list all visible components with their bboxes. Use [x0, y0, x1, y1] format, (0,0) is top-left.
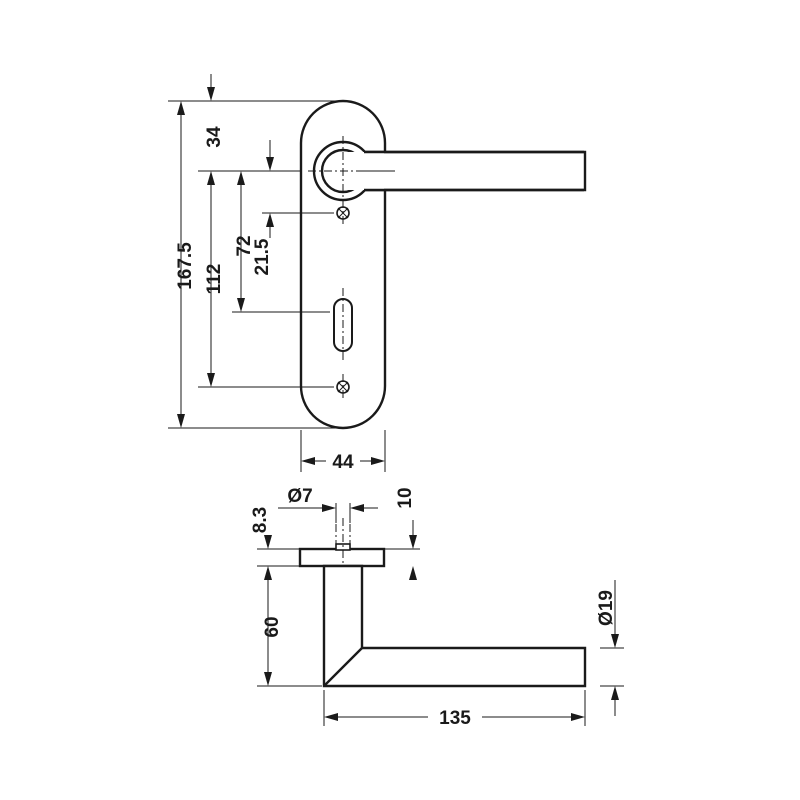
lever-side [322, 564, 587, 688]
dim-lever-diameter: Ø19 [596, 580, 619, 716]
dim-spindle-diameter: Ø7 [278, 486, 378, 512]
dim-handle-to-upper-screw: 21.5 [252, 213, 274, 275]
rose-side [298, 547, 386, 568]
label-handle-to-keyhole: 72 [234, 235, 255, 256]
dim-plate-total-height: 167.5 [175, 101, 196, 428]
lower-screw-icon [336, 374, 350, 400]
dim-lever-length: 135 [324, 708, 585, 729]
dim-handle-projection: 60 [262, 580, 283, 686]
label-plate-total-height: 167.5 [175, 242, 196, 290]
label-spindle-diameter: Ø7 [287, 486, 312, 507]
dim-handle-to-keyhole: 72 [234, 171, 255, 312]
label-lever-diameter: Ø19 [596, 590, 617, 626]
dim-rose-thickness: 10 [395, 487, 417, 580]
label-lever-length: 135 [439, 708, 471, 729]
label-rose-offset: 8.3 [250, 507, 271, 533]
dim-plate-width: 44 [301, 452, 385, 473]
dim-screw-spacing: 112 [204, 171, 225, 387]
upper-screw-icon [336, 200, 350, 226]
front-view: 167.5 34 112 72 21.5 [168, 74, 587, 473]
dim-rose-offset: 8.3 [250, 507, 272, 580]
label-handle-projection: 60 [262, 616, 283, 637]
label-top-to-handle-axis: 34 [204, 126, 225, 148]
label-plate-width: 44 [332, 452, 354, 473]
label-rose-thickness: 10 [395, 487, 416, 508]
label-screw-spacing: 112 [204, 264, 225, 295]
dim-top-to-handle-axis: 34 [204, 74, 274, 171]
side-view: 8.3 Ø7 10 60 Ø [250, 486, 624, 729]
label-handle-to-upper-screw: 21.5 [252, 238, 273, 275]
